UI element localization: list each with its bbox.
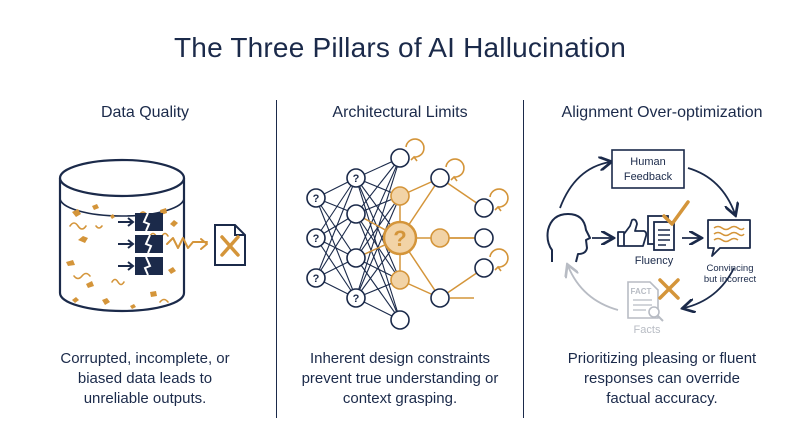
network-edge xyxy=(355,195,401,299)
facts-label: Facts xyxy=(634,324,661,336)
hidden-node xyxy=(346,288,366,308)
hidden-node xyxy=(390,148,410,168)
rejected-document-icon xyxy=(214,224,246,266)
hidden-node xyxy=(430,288,450,308)
pillar-heading-architectural-limits: Architectural Limits xyxy=(332,104,468,121)
documents-check-icon xyxy=(647,200,690,251)
human-feedback-line-2: Feedback xyxy=(624,171,673,183)
neural-network-illustration: ?????? xyxy=(306,138,509,330)
database-icon xyxy=(58,158,186,313)
column-divider-left xyxy=(276,100,277,418)
human-feedback-box: Human Feedback xyxy=(611,149,685,189)
human-feedback-line-1: Human xyxy=(630,156,665,168)
hidden-node xyxy=(390,186,410,206)
network-edge xyxy=(355,213,401,321)
hidden-node xyxy=(390,310,410,330)
thumbs-up-icon xyxy=(617,218,648,247)
network-edge xyxy=(355,177,401,321)
pillar-description-data-quality: Corrupted, incomplete, or biased data le… xyxy=(60,350,230,407)
loop-arrowhead xyxy=(494,205,502,212)
convincing-label-line-1: Convincing xyxy=(707,263,754,274)
hidden-node xyxy=(430,168,450,188)
central-uncertain-node xyxy=(382,220,418,256)
loop-arrow-icon xyxy=(489,188,509,208)
question-mark-label: ? xyxy=(313,193,320,205)
network-edge xyxy=(355,157,401,299)
network-edge xyxy=(355,157,401,215)
broken-pipeline-blocks-icon xyxy=(118,212,163,276)
alignment-cycle-illustration: Human Feedback Fluency Convincing but in… xyxy=(546,149,757,336)
network-edge xyxy=(315,213,357,279)
facts-document-icon: FACT xyxy=(627,278,680,322)
question-mark-label: ? xyxy=(313,233,320,245)
input-node xyxy=(306,268,326,288)
jagged-arrow-icon xyxy=(166,237,208,250)
page-title: The Three Pillars of AI Hallucination xyxy=(174,32,626,63)
corrupted-data-speckles xyxy=(66,204,178,309)
question-mark-label: ? xyxy=(353,293,360,305)
input-node xyxy=(306,228,326,248)
pillar-heading-alignment: Alignment Over-optimization xyxy=(561,104,763,121)
cycle-arrows xyxy=(559,162,735,310)
hidden-node xyxy=(346,204,366,224)
convincing-speech-bubble-icon xyxy=(707,219,751,257)
fact-doc-label: FACT xyxy=(631,287,652,296)
loop-arrowhead xyxy=(450,175,458,182)
input-node xyxy=(306,188,326,208)
loop-arrow-icon xyxy=(405,138,425,158)
output-node xyxy=(474,258,494,278)
pillar-description-alignment: Prioritizing pleasing or fluent response… xyxy=(567,350,757,407)
question-mark-label: ? xyxy=(313,273,320,285)
human-head-icon xyxy=(546,213,591,263)
output-node xyxy=(474,228,494,248)
convincing-label-line-2: but incorrect xyxy=(704,274,757,285)
fluency-label: Fluency xyxy=(635,255,674,267)
loop-arrowhead xyxy=(494,265,502,272)
pillar-description-architectural-limits: Inherent design constraints prevent true… xyxy=(301,350,499,407)
network-edge xyxy=(355,157,401,259)
network-edge xyxy=(315,177,357,279)
question-mark-label: ? xyxy=(353,173,360,185)
network-nodes: ?????? xyxy=(306,148,494,330)
hidden-node xyxy=(430,228,450,248)
output-node xyxy=(474,198,494,218)
loop-arrow-icon xyxy=(489,248,509,268)
data-quality-illustration xyxy=(58,158,246,313)
feedback-loop-arrows xyxy=(405,138,509,299)
hidden-node xyxy=(346,248,366,268)
hidden-node xyxy=(390,270,410,290)
network-edge xyxy=(315,177,357,239)
loop-arrowhead xyxy=(410,155,418,162)
pillar-heading-data-quality: Data Quality xyxy=(100,104,190,121)
question-mark-label: ? xyxy=(393,226,406,251)
hidden-node xyxy=(346,168,366,188)
loop-arrow-icon xyxy=(445,158,465,178)
column-divider-right xyxy=(523,100,524,418)
